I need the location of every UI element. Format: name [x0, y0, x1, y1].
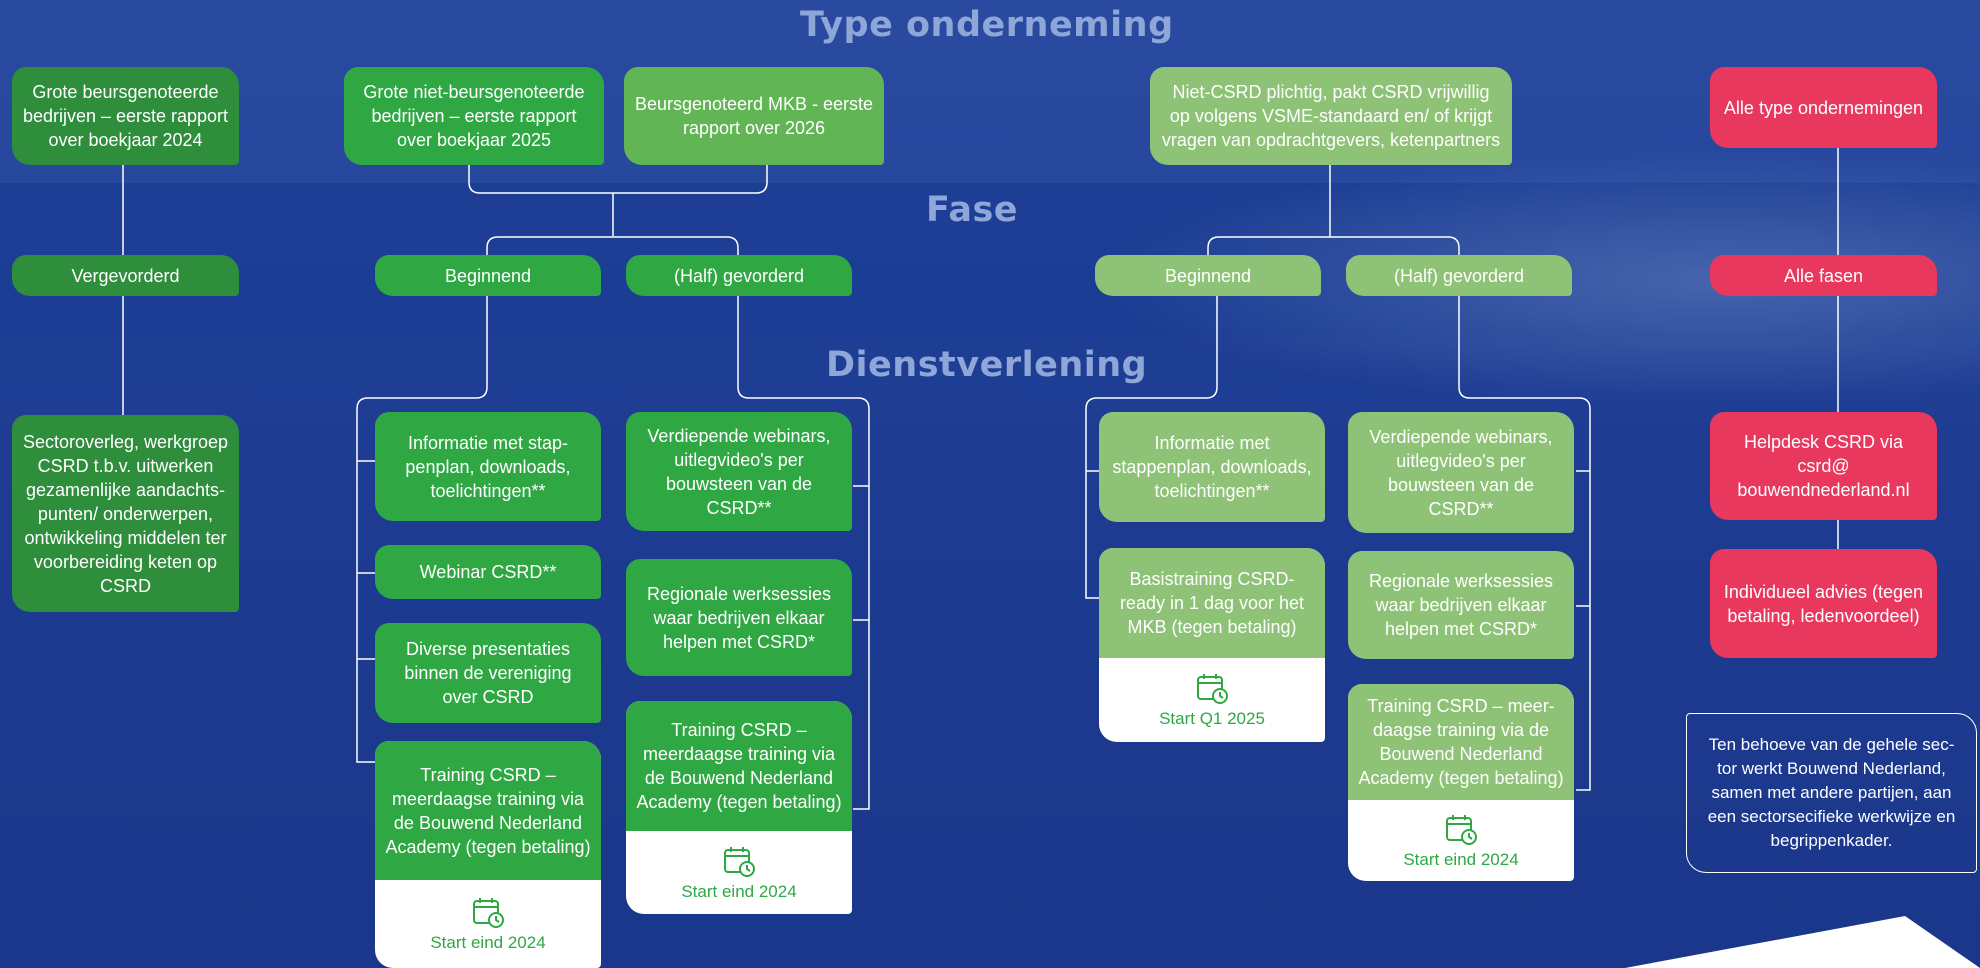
fase-box-beginnend-2: Beginnend — [1095, 255, 1321, 296]
service-verdiepende-webinars: Verdiepende webinars, uitlegvideo's per … — [626, 412, 852, 531]
service-training-date-3: Start eind 2024 — [1348, 800, 1574, 881]
service-training-card-2: Training CSRD – meerdaagse training via … — [626, 701, 852, 914]
service-presentaties: Diverse presentaties binnen de verenigin… — [375, 623, 601, 723]
calendar-clock-icon — [724, 846, 755, 877]
section-title-fase: Fase — [926, 190, 1019, 230]
service-training-date-2: Start eind 2024 — [626, 831, 852, 914]
service-individueel-advies: Individueel advies (tegen betaling, lede… — [1710, 549, 1937, 658]
start-date-label: Start eind 2024 — [1403, 849, 1519, 869]
type-box-large-listed: Grote beursgenoteerde bedrijven – eerste… — [12, 67, 239, 165]
service-training-text: Training CSRD – meerdaagse training via … — [375, 741, 601, 880]
start-date-label: Start eind 2024 — [681, 881, 797, 901]
start-date-label: Start eind 2024 — [430, 933, 546, 952]
calendar-clock-icon — [473, 898, 504, 928]
type-box-listed-sme: Beursgenoteerd MKB - eerste rapport over… — [624, 67, 884, 165]
service-basistraining-card: Basistraining CSRD-ready in 1 dag voor h… — [1099, 548, 1325, 742]
service-helpdesk: Helpdesk CSRD via csrd@ bouwendnederland… — [1710, 412, 1937, 520]
start-date-label: Start Q1 2025 — [1159, 709, 1265, 728]
calendar-clock-icon — [1446, 814, 1477, 845]
service-regionale-werksessies: Regionale werksessies waar bedrijven elk… — [626, 559, 852, 676]
service-informatie: Informatie met stap-penplan, downloads, … — [375, 412, 601, 521]
service-training-text-3: Training CSRD – meer-daagse training via… — [1348, 684, 1574, 800]
fase-box-half-gevorderd-2: (Half) gevorderd — [1346, 255, 1572, 296]
fase-box-half-gevorderd: (Half) gevorderd — [626, 255, 852, 296]
fase-box-beginnend: Beginnend — [375, 255, 601, 296]
fase-band — [0, 183, 1980, 338]
service-verdiepende-webinars-2: Verdiepende webinars, uitlegvideo's per … — [1348, 412, 1574, 533]
section-title-type: Type onderneming — [800, 5, 1174, 45]
type-box-all: Alle type ondernemingen — [1710, 67, 1937, 148]
calendar-clock-icon — [1197, 674, 1228, 704]
sector-note: Ten behoeve van de gehele sec-tor werkt … — [1686, 713, 1977, 873]
service-informatie-2: Informatie met stappenplan, downloads, t… — [1099, 412, 1325, 522]
service-basistraining-date: Start Q1 2025 — [1099, 658, 1325, 742]
type-box-large-non-listed: Grote niet-beursgenoteerde bedrijven – e… — [344, 67, 604, 165]
service-training-date: Start eind 2024 — [375, 880, 601, 968]
type-box-non-csrd: Niet-CSRD plichtig, pakt CSRD vrijwillig… — [1150, 67, 1512, 165]
service-regionale-werksessies-2: Regionale werksessies waar bedrijven elk… — [1348, 551, 1574, 659]
fase-box-alle-fasen: Alle fasen — [1710, 255, 1937, 296]
service-basistraining-text: Basistraining CSRD-ready in 1 dag voor h… — [1099, 548, 1325, 658]
service-training-card: Training CSRD – meerdaagse training via … — [375, 741, 601, 968]
section-title-dienst: Dienstverlening — [826, 345, 1148, 385]
service-training-card-3: Training CSRD – meer-daagse training via… — [1348, 684, 1574, 881]
dienst-band — [0, 338, 1980, 968]
service-webinar: Webinar CSRD** — [375, 545, 601, 599]
service-training-text-2: Training CSRD – meerdaagse training via … — [626, 701, 852, 831]
fase-box-vergevorderd: Vergevorderd — [12, 255, 239, 296]
service-sectoroverleg: Sectoroverleg, werkgroep CSRD t.b.v. uit… — [12, 415, 239, 612]
